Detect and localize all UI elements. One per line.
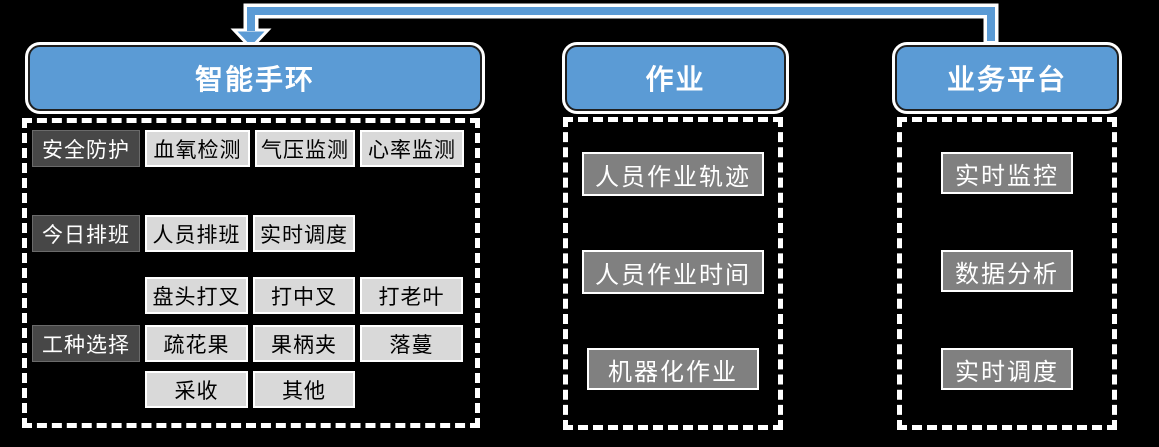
group-label-jobtype: 工种选择 xyxy=(32,325,140,362)
header-smart-bracelet: 智能手环 xyxy=(28,45,482,111)
platform-item: 数据分析 xyxy=(941,250,1073,292)
feature-button: 人员排班 xyxy=(145,215,248,252)
feature-button: 心率监测 xyxy=(360,130,464,167)
feature-button: 血氧检测 xyxy=(145,130,250,167)
group-label-safety: 安全防护 xyxy=(32,130,140,167)
header-operations: 作业 xyxy=(565,45,786,111)
jobtype-row-2: 采收 其他 xyxy=(145,371,355,408)
feature-button: 其他 xyxy=(253,371,355,408)
feature-button: 疏花果 xyxy=(145,325,248,362)
feature-button: 打中叉 xyxy=(253,277,355,314)
panel-smart-bracelet: 安全防护 血氧检测 气压监测 心率监测 今日排班 人员排班 实时调度 盘头打叉 … xyxy=(22,118,480,428)
group-jobtype-row: 工种选择 疏花果 果柄夹 落蔓 xyxy=(32,325,463,362)
panel-business-platform: 实时监控 数据分析 实时调度 xyxy=(897,117,1117,430)
feature-button: 采收 xyxy=(145,371,248,408)
jobtype-row-1: 盘头打叉 打中叉 打老叶 xyxy=(145,277,463,314)
platform-item: 实时监控 xyxy=(941,152,1073,194)
feature-button: 盘头打叉 xyxy=(145,277,248,314)
operation-item: 人员作业时间 xyxy=(582,250,764,294)
feature-button: 打老叶 xyxy=(360,277,463,314)
platform-item: 实时调度 xyxy=(941,348,1073,390)
flow-arrow xyxy=(230,3,999,51)
panel-operations: 人员作业轨迹 人员作业时间 机器化作业 xyxy=(563,117,783,430)
group-safety-row: 安全防护 血氧检测 气压监测 心率监测 xyxy=(32,130,464,167)
header-business-platform: 业务平台 xyxy=(895,45,1119,111)
operation-item: 人员作业轨迹 xyxy=(582,152,764,196)
feature-button: 落蔓 xyxy=(360,325,463,362)
feature-button: 气压监测 xyxy=(255,130,355,167)
group-label-schedule: 今日排班 xyxy=(32,215,140,252)
feature-button: 实时调度 xyxy=(253,215,355,252)
group-schedule-row: 今日排班 人员排班 实时调度 xyxy=(32,215,355,252)
feature-button: 果柄夹 xyxy=(253,325,355,362)
operation-item: 机器化作业 xyxy=(587,348,759,390)
